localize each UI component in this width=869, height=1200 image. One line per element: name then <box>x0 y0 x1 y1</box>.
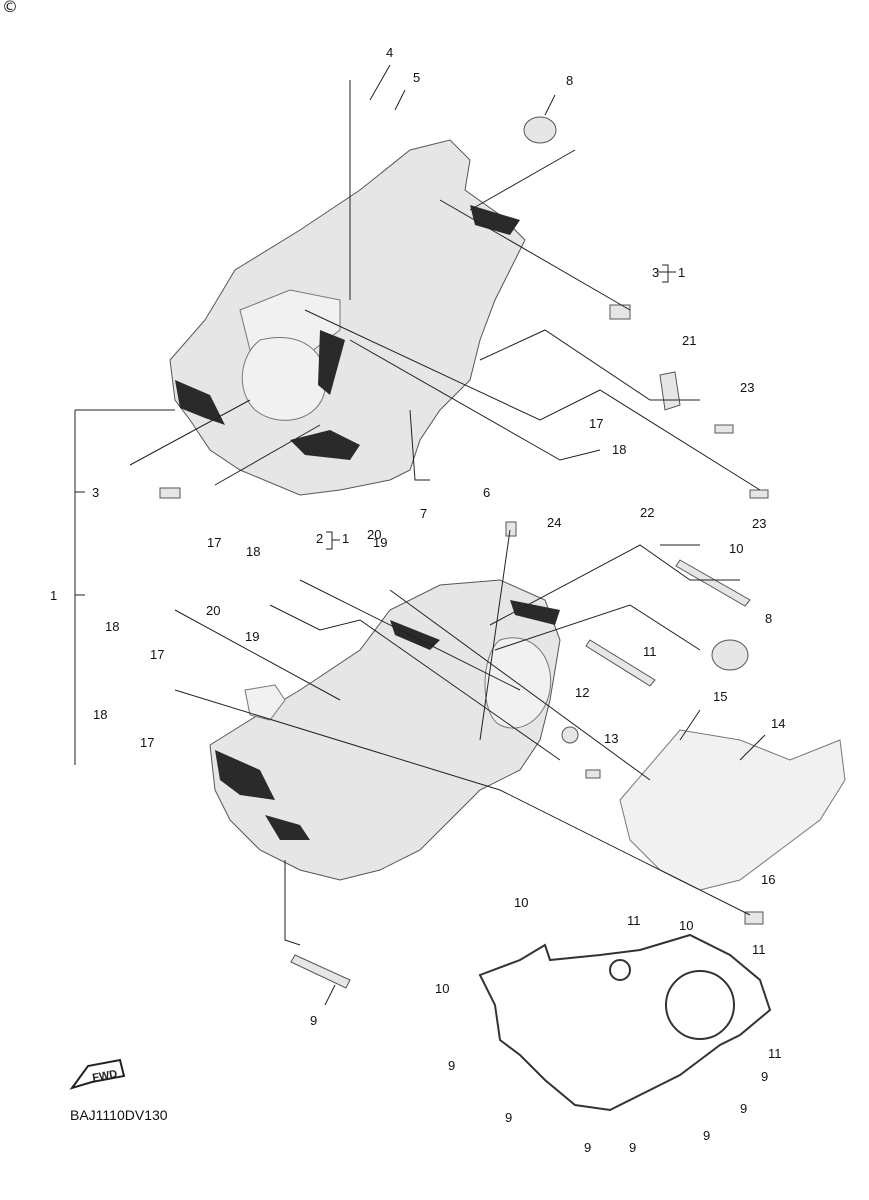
callout-9-d: 9 <box>584 1140 591 1155</box>
callout-3-left: 3 <box>92 485 99 500</box>
fwd-arrow-icon: FWD <box>69 1058 126 1090</box>
crankcase-gasket <box>478 933 772 1112</box>
copyright-mark: © <box>2 0 18 16</box>
callout-22: 22 <box>640 505 654 520</box>
callout-3-right-ref: 1 <box>678 265 685 280</box>
callout-9-e: 9 <box>629 1140 636 1155</box>
part-8-plug-mid <box>711 639 749 671</box>
callout-7: 7 <box>420 506 427 521</box>
callout-23-a: 23 <box>740 380 754 395</box>
part-23-bolt-b <box>749 489 769 499</box>
part-24-bolt <box>505 521 517 537</box>
callout-15: 15 <box>713 689 727 704</box>
callout-18-d: 18 <box>93 707 107 722</box>
callout-9-a: 9 <box>310 1013 317 1028</box>
callout-9-g: 9 <box>740 1101 747 1116</box>
callout-20-b: 20 <box>206 603 220 618</box>
part-9-bolt <box>290 954 351 989</box>
fwd-label: FWD <box>91 1068 118 1084</box>
callout-19-b: 19 <box>245 629 259 644</box>
callout-9-b: 9 <box>448 1058 455 1073</box>
leader-lines <box>74 64 766 1006</box>
callout-10-c: 10 <box>435 981 449 996</box>
callout-10-b: 10 <box>514 895 528 910</box>
callout-9-h: 9 <box>761 1069 768 1084</box>
callout-14: 14 <box>771 716 785 731</box>
callout-18-c: 18 <box>105 619 119 634</box>
callout-21: 21 <box>682 333 696 348</box>
crankcase-cover <box>619 729 846 891</box>
part-10-bolt <box>675 559 751 607</box>
callout-8-top: 8 <box>566 73 573 88</box>
callout-12: 12 <box>575 685 589 700</box>
callout-11-a: 11 <box>643 644 657 659</box>
lower-crankcase <box>209 579 561 881</box>
callout-8-mid: 8 <box>765 611 772 626</box>
diagram-code: BAJ1110DV130 <box>70 1107 168 1123</box>
small-parts <box>159 116 769 989</box>
callout-10-d: 10 <box>679 918 693 933</box>
callout-16: 16 <box>761 872 775 887</box>
callout-3-right: 3 <box>652 265 659 280</box>
callout-17-b: 17 <box>207 535 221 550</box>
callout-9-f: 9 <box>703 1128 710 1143</box>
callout-9-c: 9 <box>505 1110 512 1125</box>
callout-17-a: 17 <box>589 416 603 431</box>
callout-11-b: 11 <box>627 913 641 928</box>
part-23-bolt-a <box>714 424 734 434</box>
callout-17-d: 17 <box>140 735 154 750</box>
callout-18-a: 18 <box>612 442 626 457</box>
callout-19-a: 19 <box>373 535 387 550</box>
callout-11-d: 11 <box>768 1046 782 1061</box>
part-8-plug-top <box>523 116 557 144</box>
callout-24: 24 <box>547 515 561 530</box>
part-21-bracket <box>659 371 681 411</box>
callout-13: 13 <box>604 731 618 746</box>
part-11-bolt <box>585 639 656 687</box>
callout-18-b: 18 <box>246 544 260 559</box>
callout-2: 2 <box>316 531 323 546</box>
upper-crankcase <box>169 139 526 496</box>
callout-23-b: 23 <box>752 516 766 531</box>
part-3-dowel-right <box>609 304 631 320</box>
bracket-marks <box>326 264 676 550</box>
callout-20-a: 20 <box>367 527 381 542</box>
callout-2-ref: 1 <box>342 531 349 546</box>
callout-11-c: 11 <box>752 942 766 957</box>
callout-4: 4 <box>386 45 393 60</box>
callout-10-a: 10 <box>729 541 743 556</box>
callout-1: 1 <box>50 588 57 603</box>
callout-numbers: 1 3 3 1 2 1 4 5 6 7 8 8 9 9 9 9 9 9 9 9 … <box>50 45 785 1155</box>
part-13-pin <box>585 769 601 779</box>
callout-5: 5 <box>413 70 420 85</box>
callout-17-c: 17 <box>150 647 164 662</box>
part-3-dowel-left <box>159 487 181 499</box>
part-12-clip <box>561 726 579 744</box>
callout-6: 6 <box>483 485 490 500</box>
